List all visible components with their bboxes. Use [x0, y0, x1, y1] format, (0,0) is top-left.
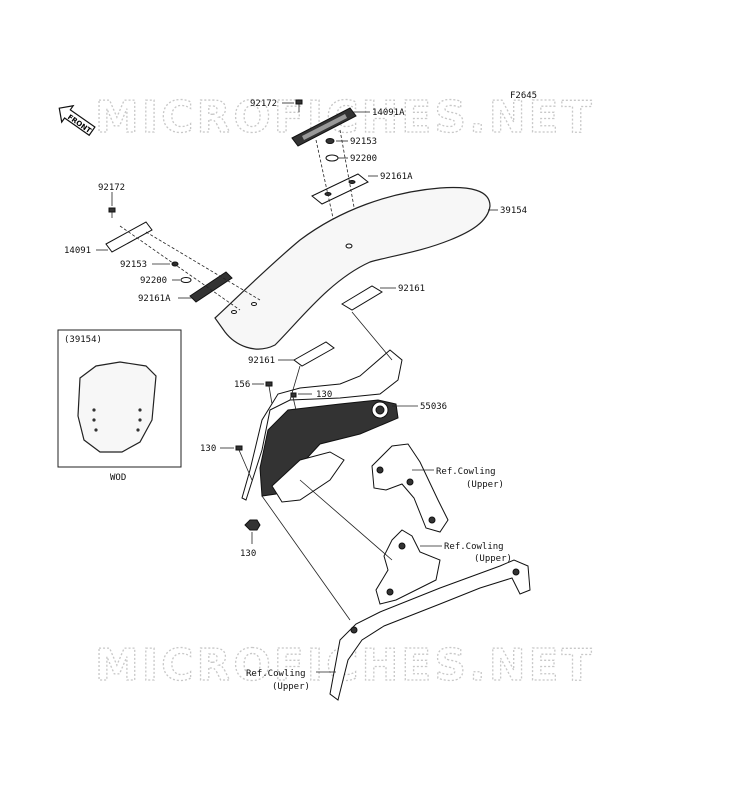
label-ref-cowling-2: Ref.Cowling: [444, 542, 504, 552]
label-130-a: 130: [316, 390, 332, 400]
bolt-92172-top: [295, 99, 303, 112]
label-92161-right: 92161: [398, 284, 425, 294]
label-92172-top: 92172: [250, 99, 277, 109]
label-92172-left: 92172: [98, 183, 125, 193]
bolt-130-b: [235, 445, 253, 481]
inset-box: (39154) WOD: [57, 329, 182, 483]
diagram-code: F2645: [510, 91, 537, 101]
label-ref-cowling-1: Ref.Cowling: [436, 467, 496, 477]
plate-92161A-top: [311, 173, 369, 205]
label-14091: 14091: [64, 246, 91, 256]
label-92153-top: 92153: [350, 137, 377, 147]
label-92153-left: 92153: [120, 260, 147, 270]
bracket-14091: [105, 221, 153, 253]
label-92200-left: 92200: [140, 276, 167, 286]
washer-92200-left: [180, 277, 192, 283]
bolt-92172-left: [108, 207, 116, 218]
label-92161-lower: 92161: [248, 356, 275, 366]
nut-130-c: [244, 519, 261, 531]
plate-92161-lower: [293, 341, 335, 367]
plate-92161-right: [341, 285, 383, 311]
cowling-bracket-1: [371, 443, 449, 533]
frame-55036: [241, 349, 403, 503]
label-130-b: 130: [200, 444, 216, 454]
label-92161A-top: 92161A: [380, 172, 413, 182]
label-14091A: 14091A: [372, 108, 405, 118]
bolt-156: [265, 381, 273, 405]
collar-92153-top: [325, 138, 335, 144]
cowling-stay: [329, 559, 531, 701]
windshield-39154: [214, 186, 491, 350]
label-130-c: 130: [240, 549, 256, 559]
label-92200-top: 92200: [350, 154, 377, 164]
label-156: 156: [234, 380, 250, 390]
label-92161A-left: 92161A: [138, 294, 171, 304]
front-arrow-icon: FRONT: [58, 104, 96, 137]
inset-caption: WOD: [110, 473, 126, 483]
bolt-130-a: [290, 392, 297, 411]
collar-92153-left: [171, 261, 179, 267]
label-55036: 55036: [420, 402, 447, 412]
label-ref-upper-3: (Upper): [272, 682, 310, 692]
label-ref-cowling-3: Ref.Cowling: [246, 669, 306, 679]
bracket-14091A: [291, 107, 357, 147]
label-ref-upper-2: (Upper): [474, 554, 512, 564]
label-39154: 39154: [500, 206, 527, 216]
inset-ref: (39154): [64, 335, 102, 345]
plate-92161A-left: [189, 271, 233, 303]
washer-92200-top: [325, 154, 339, 162]
label-ref-upper-1: (Upper): [466, 480, 504, 490]
cowling-bracket-2: [375, 529, 441, 605]
callouts: 92172 14091A 92153 92200 92161A 39154 92…: [64, 99, 527, 692]
